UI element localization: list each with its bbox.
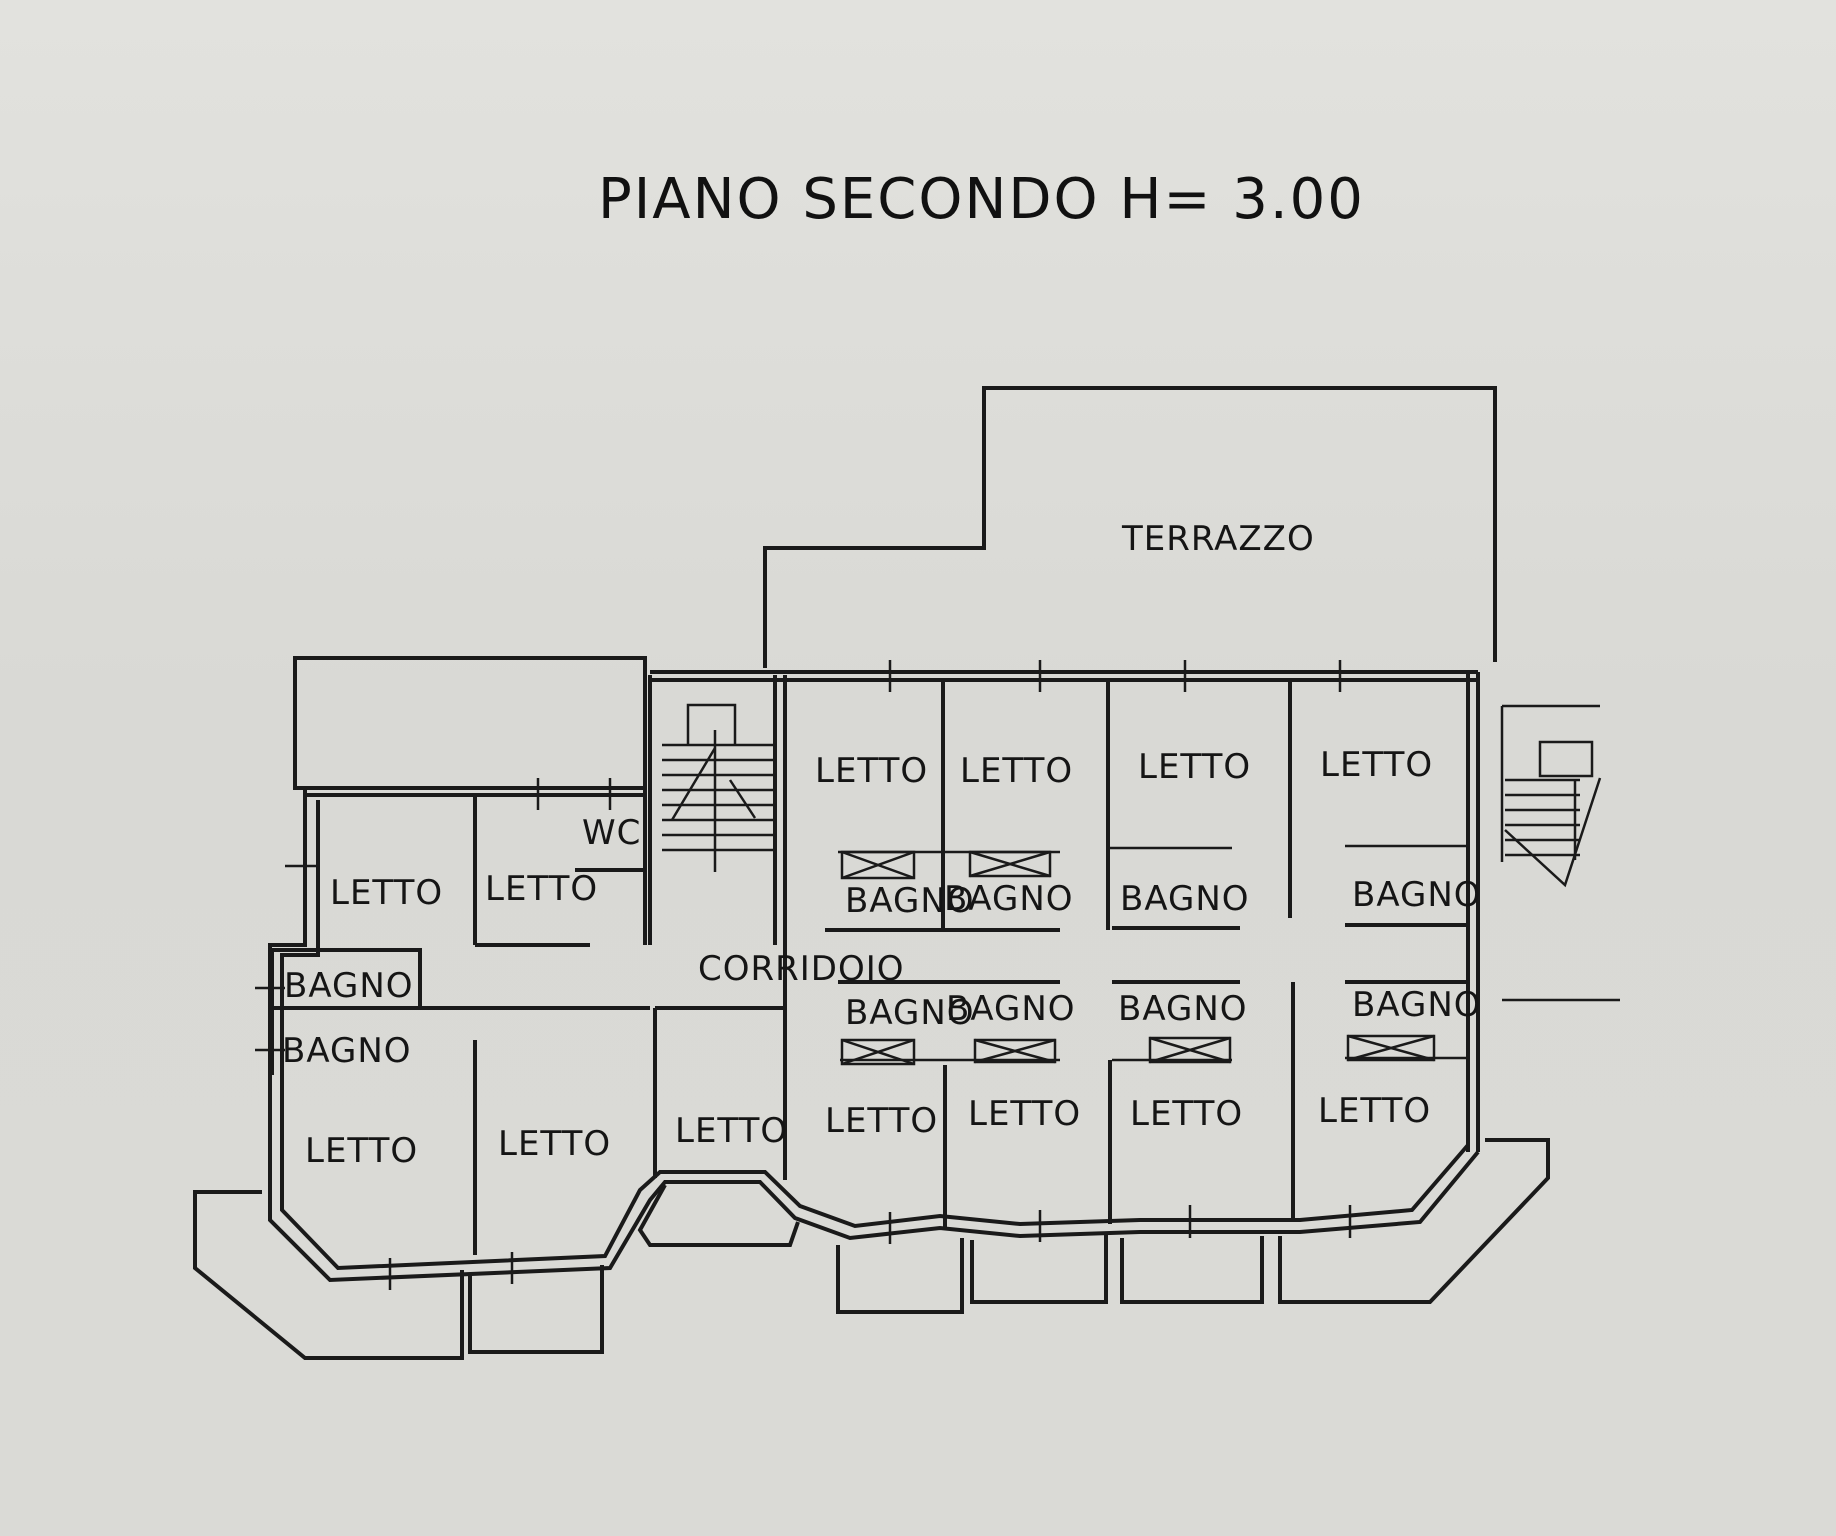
window-marks: [255, 660, 1352, 1290]
terrace-outline: [763, 386, 1497, 668]
room-label-letto: LETTO: [1130, 1094, 1243, 1134]
room-label-letto: LETTO: [1320, 745, 1433, 785]
bath-fixtures: [840, 850, 1436, 1066]
room-label-bagno: BAGNO: [282, 1031, 412, 1071]
room-label-bagno: BAGNO: [845, 993, 975, 1033]
main-staircase: [662, 703, 775, 872]
exterior-staircase: [1500, 704, 1620, 1002]
room-label-corridoio: CORRIDOIO: [698, 949, 905, 989]
room-label-letto: LETTO: [498, 1124, 611, 1164]
room-label-letto: LETTO: [305, 1131, 418, 1171]
room-label-bagno: BAGNO: [1120, 879, 1250, 919]
room-label-terrazzo: TERRAZZO: [1121, 519, 1315, 559]
room-label-bagno: BAGNO: [1352, 875, 1482, 915]
room-labels: WC CORRIDOIO LETTO LETTO LETTO LETTO LET…: [282, 745, 1482, 1171]
room-label-letto: LETTO: [675, 1111, 788, 1151]
room-label-letto: LETTO: [815, 751, 928, 791]
room-label-bagno: BAGNO: [946, 989, 1076, 1029]
room-label-bagno: BAGNO: [944, 879, 1074, 919]
room-label-letto: LETTO: [825, 1101, 938, 1141]
room-label-wc: WC: [582, 813, 641, 853]
outer-walls: [268, 670, 1480, 1283]
plan-title: PIANO SECONDO H= 3.00: [598, 167, 1365, 232]
room-label-bagno: BAGNO: [1352, 985, 1482, 1025]
lower-balconies: [193, 1138, 1550, 1360]
room-label-bagno: BAGNO: [1118, 989, 1248, 1029]
room-label-letto: LETTO: [485, 869, 598, 909]
room-label-letto: LETTO: [1318, 1091, 1431, 1131]
room-label-bagno: BAGNO: [284, 966, 414, 1006]
room-label-letto: LETTO: [1138, 747, 1251, 787]
room-label-letto: LETTO: [330, 873, 443, 913]
room-label-bagno: BAGNO: [845, 881, 975, 921]
room-label-letto: LETTO: [960, 751, 1073, 791]
left-balcony: [293, 656, 647, 790]
room-label-letto: LETTO: [968, 1094, 1081, 1134]
